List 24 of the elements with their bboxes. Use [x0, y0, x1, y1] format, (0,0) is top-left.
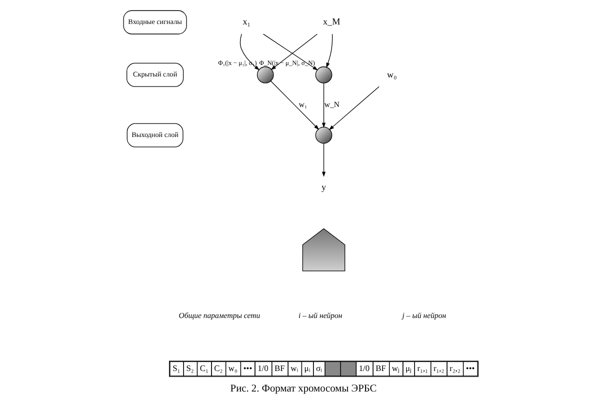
label: r₁,₂	[432, 363, 444, 374]
node-text: w₀	[386, 69, 396, 80]
label: S₁	[172, 363, 180, 374]
label: r₁,₁	[416, 363, 428, 374]
label: μᵢ	[304, 363, 310, 374]
node-text: x_M	[322, 16, 340, 27]
label: •••	[465, 363, 474, 374]
label: BF	[274, 363, 284, 374]
label: BF	[375, 363, 386, 374]
label: r₂,₂	[449, 363, 460, 374]
label: C₁	[199, 363, 208, 374]
label: μⱼ	[405, 363, 411, 374]
label: S₂	[186, 363, 194, 374]
label: 1/0	[257, 363, 268, 374]
label: •••	[242, 363, 252, 374]
label: wᵢ	[290, 363, 298, 374]
label: w₀	[228, 363, 237, 374]
node-text: y	[321, 182, 326, 192]
label: 1/0	[358, 363, 370, 374]
caption: Рис. 2. Формат хромосомы ЭРБС	[230, 383, 376, 394]
node-text: x₁	[242, 16, 250, 27]
label: wⱼ	[391, 363, 399, 374]
label: σᵢ	[315, 363, 322, 374]
label: C₂	[214, 363, 222, 374]
